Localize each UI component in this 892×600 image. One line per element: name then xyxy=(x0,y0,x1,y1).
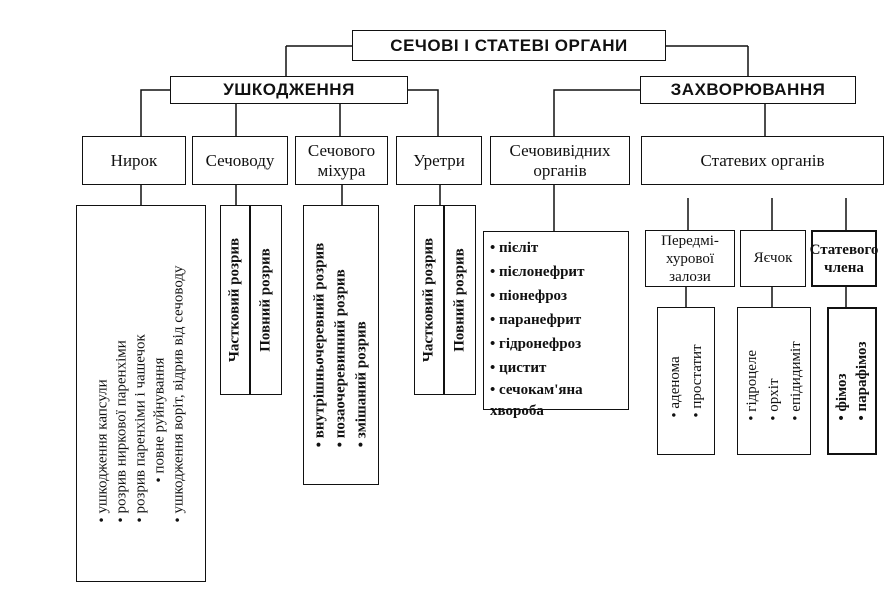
list-item: розрив ниркової паренхіми xyxy=(113,265,132,522)
list-item: паранефрит xyxy=(490,308,622,332)
list-item: фімоз xyxy=(832,341,852,420)
urethra-box: Уретри xyxy=(396,136,482,185)
testes-disease-list: гідроцеле орхіт епідидиміт xyxy=(737,307,811,455)
list-item: парафімоз xyxy=(852,341,872,420)
bladder-label: Сечового міхура xyxy=(307,140,376,180)
kidney-label: Нирок xyxy=(110,150,158,170)
diseases-title: ЗАХВОРЮВАННЯ xyxy=(640,76,856,104)
ureter-box: Сечоводу xyxy=(192,136,288,185)
urinary-disease-list: пієліт пієлонефрит піонефроз паранефрит … xyxy=(483,231,629,419)
list-item: позаочеревинний розрив xyxy=(331,243,352,448)
prostate-box: Передмі-хурової залози xyxy=(645,230,735,287)
list-item: піонефроз xyxy=(490,284,622,308)
prostate-label: Передмі-хурової залози xyxy=(661,232,719,285)
urethra-full-label: Повний розрив xyxy=(451,248,468,352)
bladder-injury-list: внутрішньочеревний розрив позаочеревинни… xyxy=(303,205,379,485)
list-item: аденома xyxy=(664,344,686,417)
genital-label: Статевих органів xyxy=(700,150,825,170)
genital-box: Статевих органів xyxy=(641,136,884,185)
list-item: простатит xyxy=(686,344,708,417)
kidney-items: ушкодження капсули розрив ниркової парен… xyxy=(94,265,189,522)
list-item: пієлонефрит xyxy=(490,260,622,284)
prostate-items: аденома простатит xyxy=(664,344,708,417)
list-item: ушкодження капсули xyxy=(94,265,113,522)
urinary-box: Сечовивідних органів xyxy=(490,136,630,185)
ureter-partial-label: Частковий розрив xyxy=(226,237,243,363)
penis-disease-list: фімоз парафімоз xyxy=(827,307,877,455)
prostate-disease-list: аденома простатит xyxy=(657,307,715,455)
testes-label: Яєчок xyxy=(753,249,793,266)
list-item: ушкодження воріт, відрив від сечоводу xyxy=(170,265,189,522)
ureter-partial-rupture: Частковий розрив xyxy=(220,205,250,395)
urethra-partial-rupture: Частковий розрив xyxy=(414,205,444,395)
list-item: гідроцеле xyxy=(741,341,763,420)
urinary-label: Сечовивідних органів xyxy=(509,140,611,180)
testes-items: гідроцеле орхіт епідидиміт xyxy=(741,341,807,420)
injuries-title: УШКОДЖЕННЯ xyxy=(170,76,408,104)
list-item: орхіт xyxy=(763,341,785,420)
ureter-full-rupture: Повний розрив xyxy=(250,205,282,395)
urethra-full-rupture: Повний розрив xyxy=(444,205,476,395)
kidney-injury-list: ушкодження капсули розрив ниркової парен… xyxy=(76,205,206,582)
ureter-full-label: Повний розрив xyxy=(257,248,274,352)
list-item: змішаний розрив xyxy=(352,243,373,448)
kidney-box: Нирок xyxy=(82,136,186,185)
list-item: епідидиміт xyxy=(785,341,807,420)
urethra-partial-label: Частковий розрив xyxy=(420,237,437,363)
list-item: сечокам'яна хвороба xyxy=(490,380,622,422)
list-item: внутрішньочеревний розрив xyxy=(310,243,331,448)
list-item: пієліт xyxy=(490,236,622,260)
penis-box: Статевого члена xyxy=(809,230,879,287)
ureter-label: Сечоводу xyxy=(205,150,275,170)
root-title: СЕЧОВІ І СТАТЕВІ ОРГАНИ xyxy=(352,30,666,61)
testes-box: Яєчок xyxy=(740,230,806,287)
list-item: розрив паренхіми і чашечок xyxy=(132,265,151,522)
penis-items: фімоз парафімоз xyxy=(832,341,872,420)
list-item: повне руйнування xyxy=(151,265,170,522)
list-item: цистит xyxy=(490,356,622,380)
list-item: гідронефроз xyxy=(490,332,622,356)
bladder-box: Сечового міхура xyxy=(295,136,388,185)
bladder-items: внутрішньочеревний розрив позаочеревинни… xyxy=(310,243,373,448)
penis-label: Статевого члена xyxy=(809,241,879,276)
urethra-label: Уретри xyxy=(413,150,465,170)
